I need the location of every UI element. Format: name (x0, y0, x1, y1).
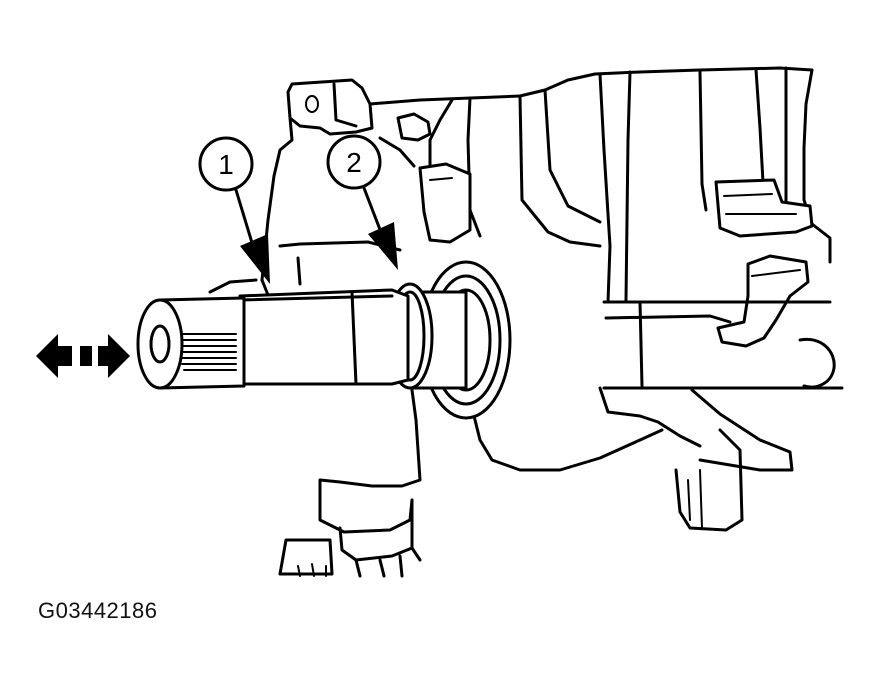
figure-id-label: G03442186 (38, 598, 158, 623)
callout-2-number: 2 (346, 147, 362, 178)
output-shaft (136, 282, 468, 390)
spline-shaft-step (238, 288, 410, 386)
transmission-housing (208, 66, 844, 578)
callout-1-number: 1 (218, 149, 234, 180)
callout-arrow-icon (240, 234, 270, 284)
callout-arrow-icon (368, 222, 398, 270)
spline-teeth (179, 333, 237, 371)
callout-2: 2 (326, 134, 398, 270)
double-arrow-icon (36, 334, 130, 378)
callout-1: 1 (198, 136, 270, 284)
